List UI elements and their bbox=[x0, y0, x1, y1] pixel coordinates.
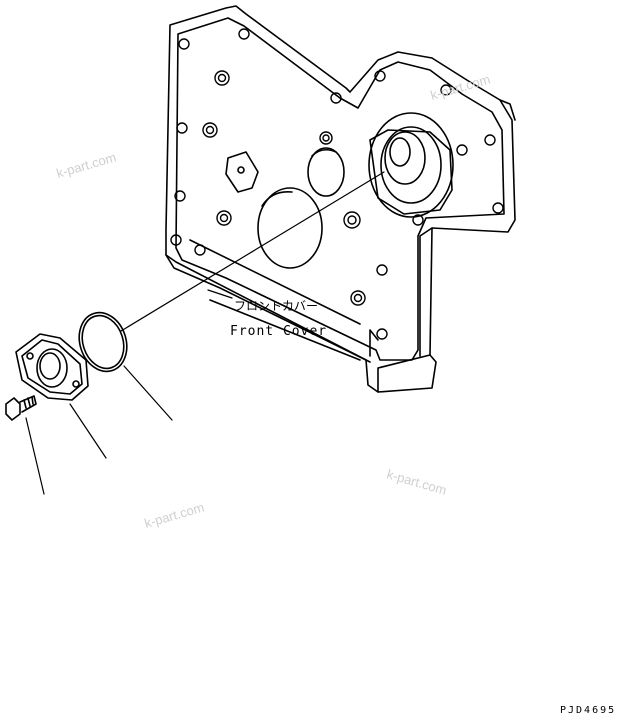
leader-o-ring bbox=[123, 365, 173, 421]
leader-bolt bbox=[25, 417, 45, 495]
front-cover bbox=[165, 5, 516, 393]
drawing-code: PJD4695 bbox=[560, 705, 616, 716]
leader-label-tick bbox=[207, 289, 233, 299]
label-front-cover-jp: フロントカバー bbox=[234, 299, 318, 313]
leader-seal-plate bbox=[69, 403, 107, 459]
watermark-3: k-part.com bbox=[385, 466, 448, 497]
o-ring bbox=[78, 311, 128, 373]
leader-front-cover bbox=[120, 171, 385, 332]
seal-plate bbox=[15, 333, 89, 401]
bolt bbox=[5, 395, 37, 421]
watermark-1: k-part.com bbox=[55, 150, 118, 181]
label-front-cover-en: Front Cover bbox=[230, 324, 327, 339]
watermark-4: k-part.com bbox=[143, 500, 206, 531]
leader-lines bbox=[25, 171, 385, 495]
